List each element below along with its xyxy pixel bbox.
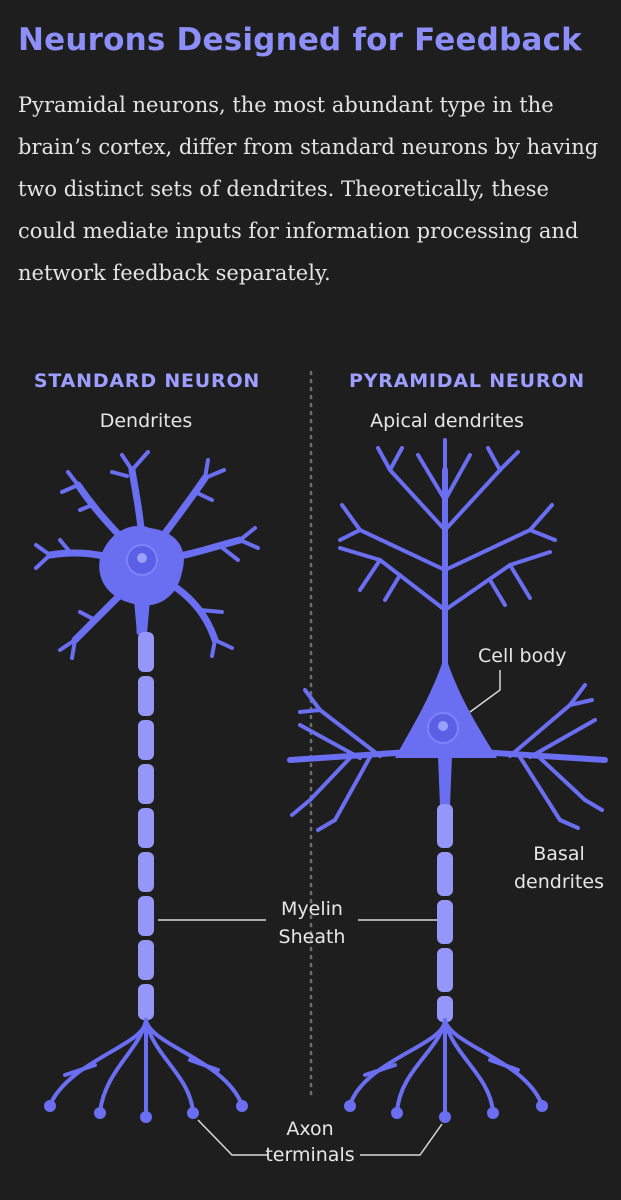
pyramidal-axon-terminals <box>348 1018 544 1118</box>
pyramidal-myelin-sheath <box>437 804 453 1022</box>
apical-dendrites <box>338 438 557 693</box>
pyramidal-neuron-heading: PYRAMIDAL NEURON <box>349 370 585 392</box>
leader-lines <box>158 670 501 1156</box>
pyramidal-neuron-illustration <box>287 438 608 1123</box>
intro-paragraph: Pyramidal neurons, the most abundant typ… <box>18 93 599 285</box>
myelin-label-line2: Sheath <box>278 926 346 948</box>
basal-dendrites <box>287 683 608 832</box>
pyramidal-soma <box>395 655 497 758</box>
standard-myelin-sheath <box>138 632 154 1020</box>
standard-axon-terminals <box>48 1018 244 1118</box>
basal-label-line2: dendrites <box>514 871 604 893</box>
standard-neuron-heading: STANDARD NEURON <box>33 370 261 392</box>
myelin-label-line1: Myelin <box>281 898 343 920</box>
dendrites-label: Dendrites <box>99 410 193 432</box>
apical-dendrites-label: Apical dendrites <box>370 410 524 432</box>
axon-label-line1: Axon <box>286 1118 334 1140</box>
axon-label-line2: terminals <box>265 1144 355 1166</box>
standard-neuron-illustration <box>34 450 260 1123</box>
basal-label-line1: Basal <box>533 843 585 865</box>
page-title: Neurons Designed for Feedback <box>18 22 582 58</box>
cell-body-label: Cell body <box>478 645 567 667</box>
